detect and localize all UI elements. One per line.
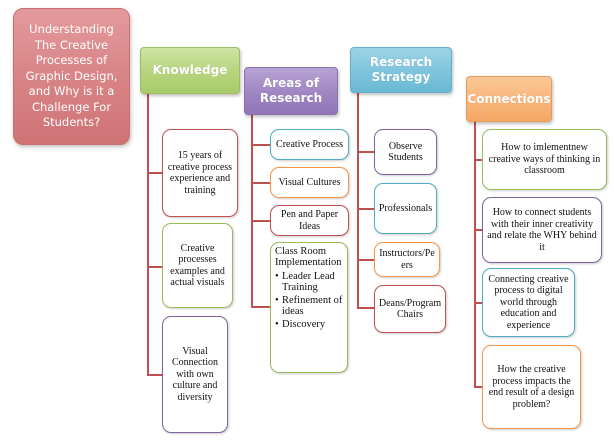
knowledge-header: Knowledge (140, 47, 240, 94)
connections-item-text: How to imlementnew creative ways of thin… (488, 142, 601, 177)
areas-item: Creative Process (270, 129, 349, 160)
connections-item: How the creative process impacts the end… (482, 345, 581, 429)
areas-item-text: Creative Process (276, 138, 343, 150)
strategy-item: Deans/Program Chairs (374, 285, 446, 333)
areas-connector-branch (251, 306, 270, 308)
classroom-heading: Class Room Implementation (275, 246, 342, 268)
areas-header: Areas of Research (244, 67, 338, 115)
areas-connector-trunk (251, 115, 253, 308)
connections-item: Connecting creative process to digital w… (482, 268, 575, 337)
areas-item-text: Visual Cultures (278, 176, 341, 188)
connections-header-label: Connections (467, 91, 551, 106)
connections-item-text: How to connect students with their inner… (487, 207, 597, 253)
strategy-connector-branch (357, 208, 374, 210)
strategy-connector-trunk (357, 93, 359, 309)
strategy-item: Professionals (374, 183, 437, 234)
strategy-item: Instructors/Peers (374, 242, 440, 277)
classroom-bullet: Refinement of ideas (275, 295, 343, 317)
areas-connector-branch (251, 144, 270, 146)
areas-item: Visual Cultures (270, 167, 349, 198)
knowledge-item-text: Visual Connection with own culture and d… (171, 345, 219, 403)
connections-connector-trunk (474, 122, 476, 388)
strategy-item-text: Instructors/Peers (379, 248, 435, 271)
connections-item: How to imlementnew creative ways of thin… (482, 129, 607, 190)
areas-header-label: Areas of Research (259, 76, 323, 105)
connections-connector-branch (474, 302, 482, 304)
connections-item-text: How the creative process impacts the end… (488, 364, 575, 410)
connections-connector-branch (474, 229, 482, 231)
connections-header: Connections (466, 76, 552, 122)
knowledge-item: Visual Connection with own culture and d… (162, 316, 228, 433)
strategy-connector-branch (357, 151, 374, 153)
main-topic-text: Understanding The Creative Processes of … (25, 22, 118, 130)
knowledge-connector-trunk (147, 94, 149, 376)
classroom-bullet: Leader Lead Training (275, 271, 343, 293)
strategy-item-text: Deans/Program Chairs (378, 297, 442, 321)
knowledge-item-text: 15 years of creative process experience … (167, 150, 233, 196)
classroom-bullet-list: Leader Lead Training Refinement of ideas… (275, 271, 343, 332)
connections-connector-branch (474, 159, 482, 161)
strategy-header-label: Research Strategy (369, 55, 433, 84)
main-topic-box: Understanding The Creative Processes of … (13, 8, 130, 145)
strategy-header: Research Strategy (350, 47, 452, 93)
knowledge-connector-branch (147, 172, 162, 174)
connections-item-text: Connecting creative process to digital w… (488, 273, 569, 331)
classroom-bullet: Discovery (275, 319, 343, 330)
knowledge-item-text: Creative processes examples and actual v… (170, 242, 225, 289)
areas-item: Pen and Paper Ideas (270, 205, 349, 236)
classroom-implementation-box: Class Room Implementation Leader Lead Tr… (270, 242, 348, 373)
areas-connector-branch (251, 220, 270, 222)
connections-connector-branch (474, 386, 482, 388)
strategy-item: Observe Students (374, 129, 437, 175)
strategy-connector-branch (357, 307, 374, 309)
knowledge-item: Creative processes examples and actual v… (162, 223, 233, 308)
areas-item-text: Pen and Paper Ideas (280, 209, 339, 232)
knowledge-connector-branch (147, 266, 162, 268)
knowledge-item: 15 years of creative process experience … (162, 129, 238, 217)
knowledge-header-label: Knowledge (152, 63, 228, 77)
areas-connector-branch (251, 182, 270, 184)
connections-item: How to connect students with their inner… (482, 197, 602, 263)
strategy-item-text: Observe Students (388, 140, 423, 164)
strategy-item-text: Professionals (378, 202, 433, 214)
strategy-connector-branch (357, 259, 374, 261)
knowledge-connector-branch (147, 374, 162, 376)
